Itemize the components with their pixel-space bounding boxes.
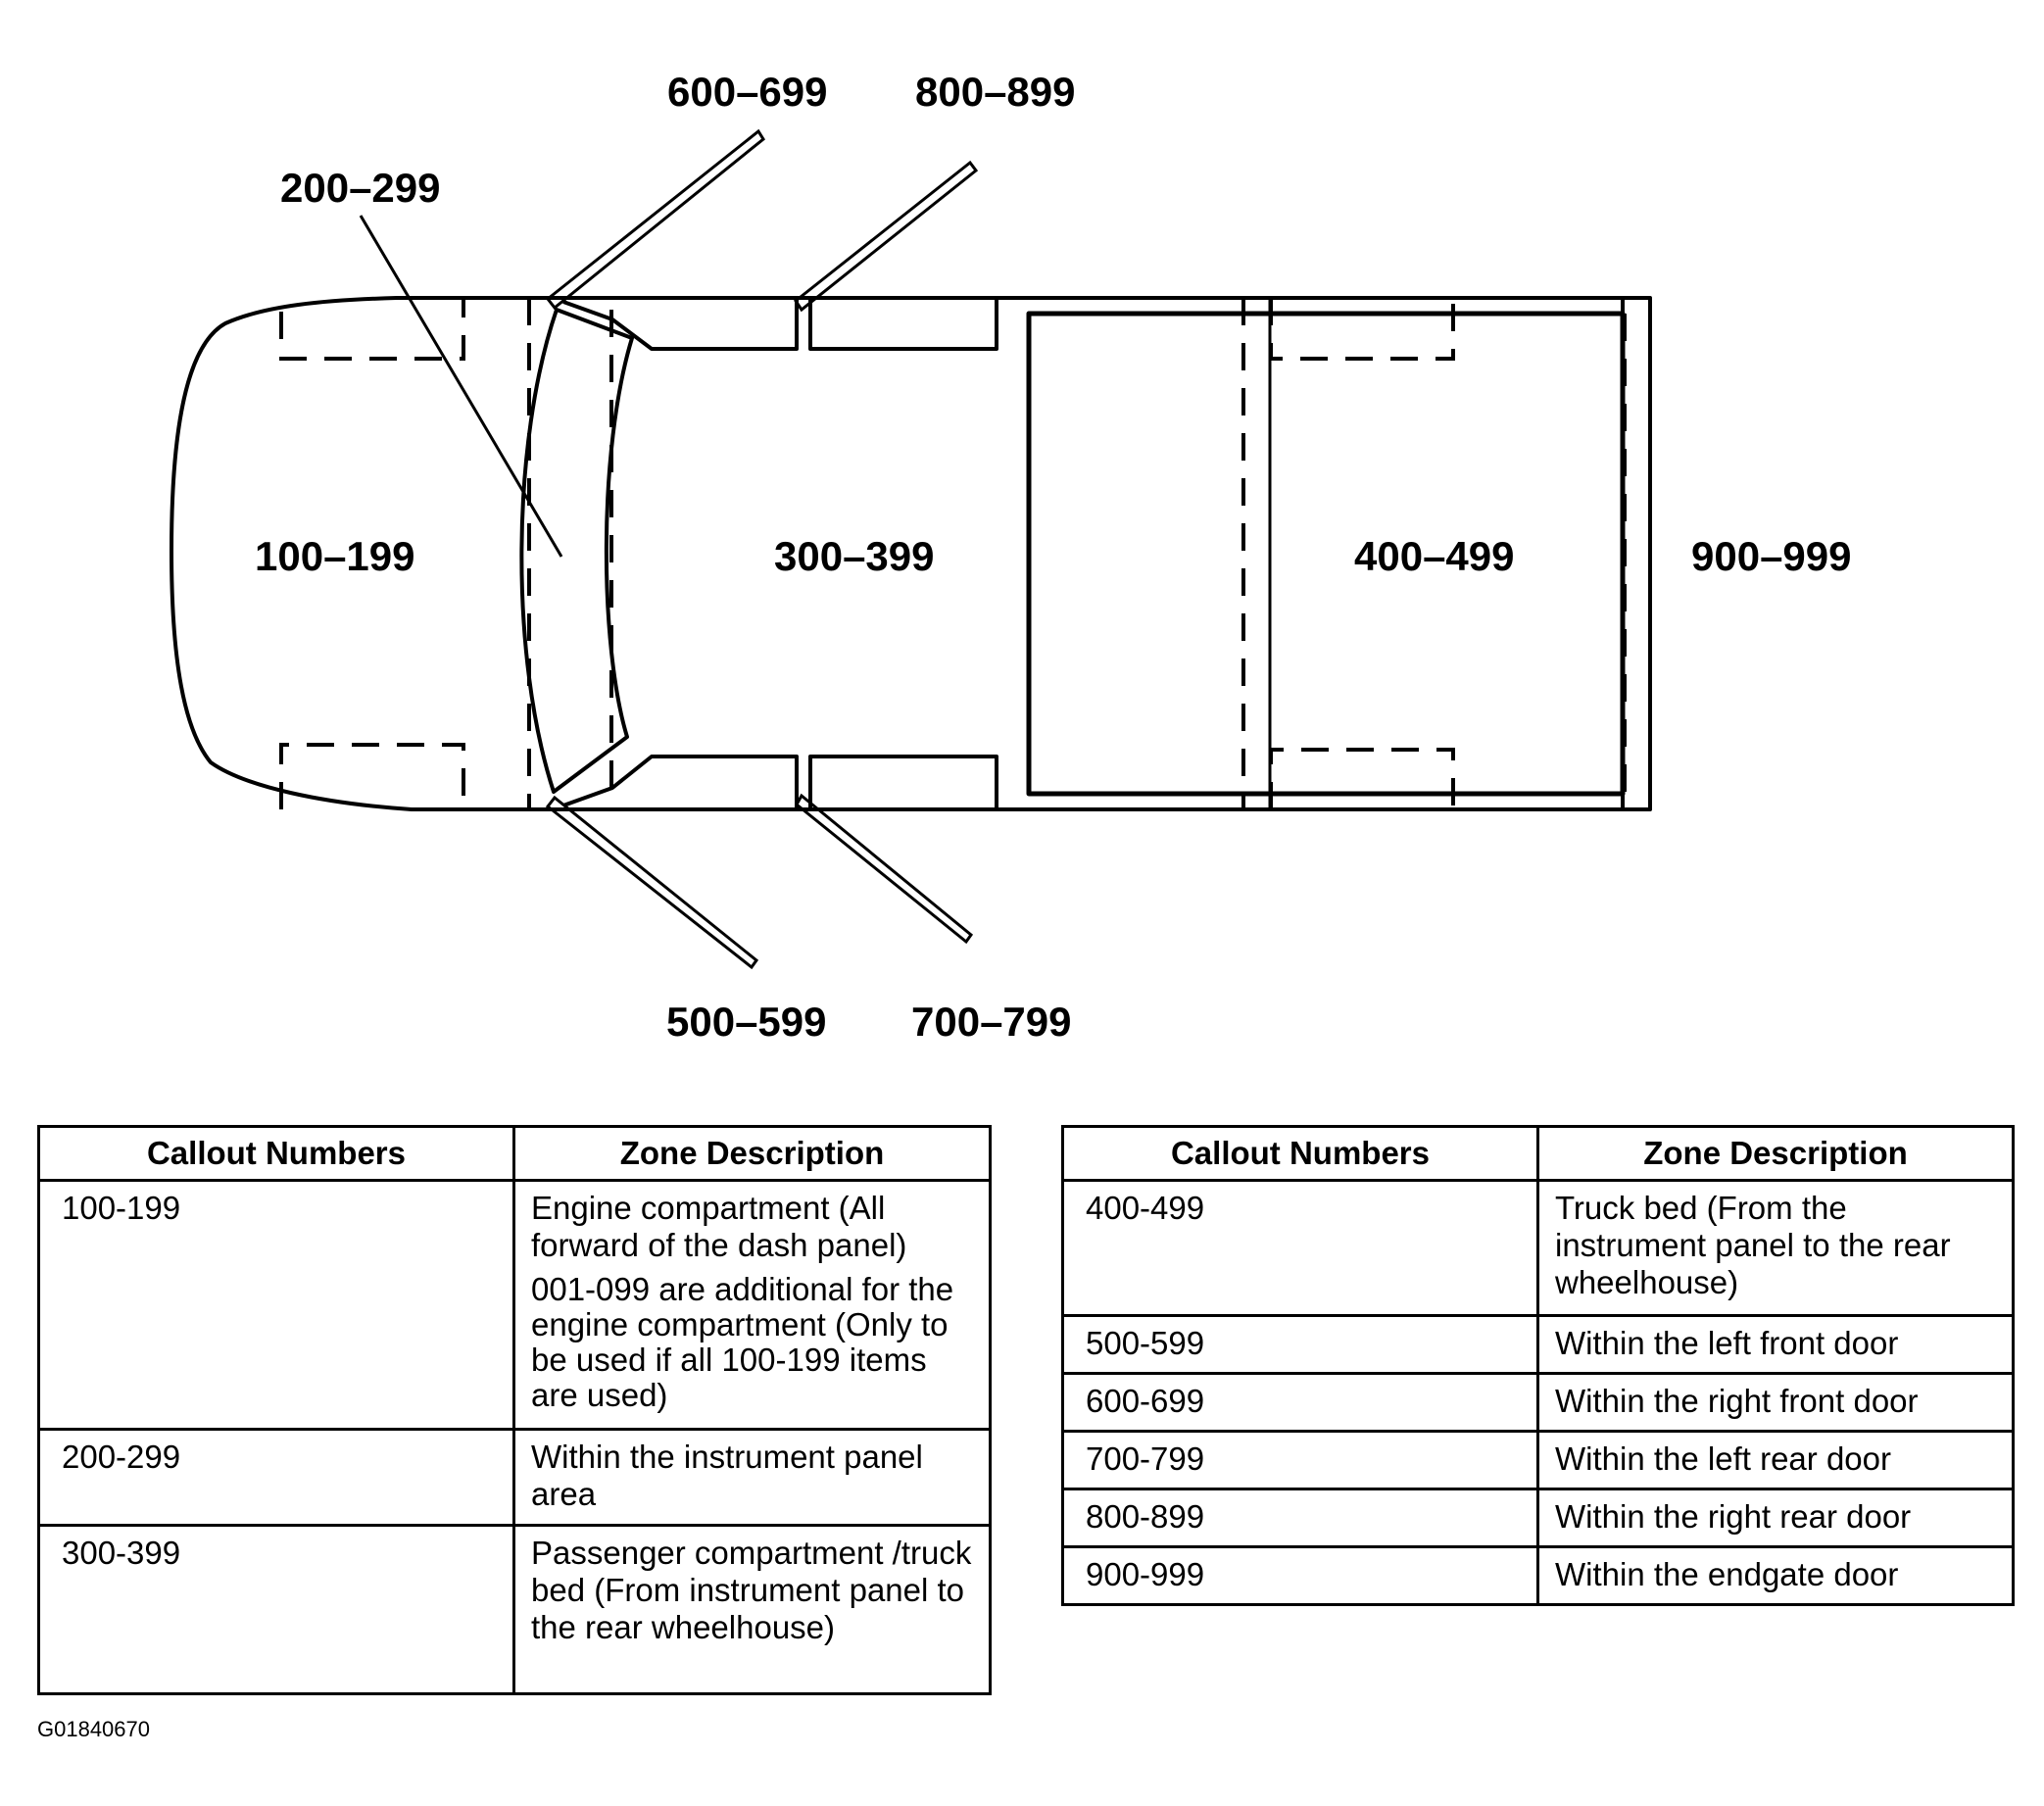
dash-bed-lower [1269, 748, 1455, 809]
zone-table-left: Callout Numbers Zone Description 100-199… [37, 1125, 992, 1695]
description-cell: Within the endgate door [1536, 1545, 2015, 1606]
description-cell: Within the right front door [1536, 1372, 2015, 1433]
windshield [519, 308, 634, 794]
table-header-row: Callout Numbers Zone Description [37, 1125, 992, 1182]
door-sill-rear-top [808, 298, 998, 351]
a-pillar-bottom [562, 755, 797, 807]
door-right-front [545, 128, 765, 311]
vehicle-zone-diagram: 100–199 200–299 300–399 400–499 500–599 … [170, 69, 1852, 1045]
table-row: 500-599 Within the left front door [1061, 1314, 2015, 1375]
description-cell: Within the left front door [1536, 1314, 2015, 1375]
description-cell: Passenger compartment /truck bed (From i… [512, 1524, 992, 1695]
callout-cell: 900-999 [1061, 1545, 1539, 1606]
callout-cell: 400-499 [1061, 1179, 1539, 1317]
door-left-front [545, 795, 759, 970]
label-500-599: 500–599 [666, 999, 827, 1045]
door-sill-front-top [652, 298, 799, 351]
description-cell: Within the left rear door [1536, 1430, 2015, 1490]
header-callout-numbers: Callout Numbers [1061, 1125, 1539, 1182]
callout-cell: 500-599 [1061, 1314, 1539, 1375]
header-zone-description: Zone Description [512, 1125, 992, 1182]
description-cell: Truck bed (From the instrument panel to … [1536, 1179, 2015, 1317]
door-sill-front-bottom [652, 755, 799, 809]
description-cell: Engine compartment (All forward of the d… [512, 1179, 992, 1431]
callout-cell: 700-799 [1061, 1430, 1539, 1490]
door-right-rear [793, 160, 979, 313]
description-cell: Within the right rear door [1536, 1488, 2015, 1548]
label-900-999: 900–999 [1691, 533, 1852, 579]
callout-cell: 300-399 [37, 1524, 515, 1695]
table-row: 900-999 Within the endgate door [1061, 1545, 2015, 1606]
label-400-499: 400–499 [1354, 533, 1515, 579]
table-row: 300-399 Passenger compartment /truck bed… [37, 1524, 992, 1695]
description-note: 001-099 are additional for the engine co… [531, 1271, 954, 1413]
hood-outline [170, 296, 549, 811]
figure-id: G01840670 [37, 1717, 150, 1741]
description-text: Engine compartment (All forward of the d… [531, 1190, 907, 1263]
label-800-899: 800–899 [915, 69, 1076, 115]
door-sill-rear-bottom [808, 755, 998, 809]
header-callout-numbers: Callout Numbers [37, 1125, 515, 1182]
label-200-299: 200–299 [280, 165, 441, 211]
callout-cell: 800-899 [1061, 1488, 1539, 1548]
truck-bed [1026, 311, 1626, 797]
dash-bed-upper [1269, 298, 1455, 361]
table-header-row: Callout Numbers Zone Description [1061, 1125, 2015, 1182]
table-row: 800-899 Within the right rear door [1061, 1488, 2015, 1548]
label-300-399: 300–399 [774, 533, 935, 579]
label-600-699: 600–699 [667, 69, 828, 115]
callout-cell: 600-699 [1061, 1372, 1539, 1433]
door-left-rear [795, 793, 974, 945]
callout-cell: 200-299 [37, 1428, 515, 1527]
header-zone-description: Zone Description [1536, 1125, 2015, 1182]
callout-cell: 100-199 [37, 1179, 515, 1431]
label-700-799: 700–799 [911, 999, 1072, 1045]
dash-engine-lower [279, 743, 465, 809]
table-row: 100-199 Engine compartment (All forward … [37, 1179, 992, 1431]
zone-table-right: Callout Numbers Zone Description 400-499… [1061, 1125, 2015, 1606]
table-row: 200-299 Within the instrument panel area [37, 1428, 992, 1527]
label-100-199: 100–199 [255, 533, 415, 579]
table-row: 400-499 Truck bed (From the instrument p… [1061, 1179, 2015, 1317]
dash-engine-upper [279, 298, 465, 361]
rear-end [1621, 296, 1652, 811]
table-row: 600-699 Within the right front door [1061, 1372, 2015, 1433]
leader-line-200 [359, 215, 563, 558]
description-cell: Within the instrument panel area [512, 1428, 992, 1527]
table-row: 700-799 Within the left rear door [1061, 1430, 2015, 1490]
